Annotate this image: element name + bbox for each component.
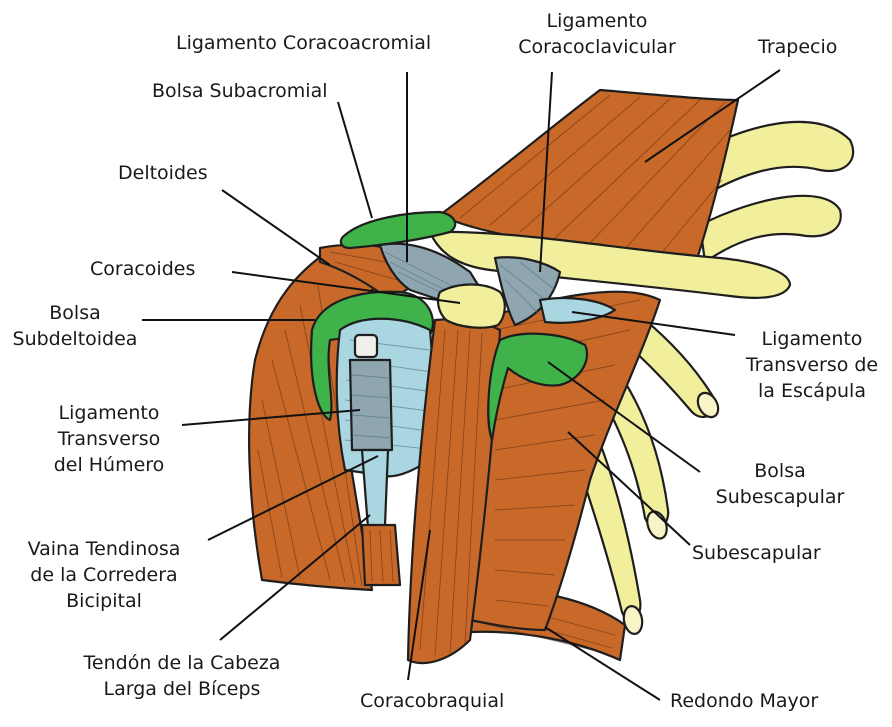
label-coracoides: Coracoides <box>90 256 195 282</box>
label-ligamento-transverso-escapula: Ligamento Transverso de la Escápula <box>732 326 892 404</box>
leader-deltoides <box>222 190 330 265</box>
label-line: Bicipital <box>0 588 208 614</box>
label-line: Vaina Tendinosa <box>0 536 208 562</box>
label-line: Subescapular <box>692 484 868 510</box>
label-line: de la Corredera <box>0 562 208 588</box>
label-line: del Húmero <box>24 452 194 478</box>
leader-subacromial <box>338 102 372 218</box>
label-redondo-mayor: Redondo Mayor <box>670 688 818 714</box>
label-ligamento-transverso-humero: Ligamento Transverso del Húmero <box>24 400 194 478</box>
label-bolsa-subescapular: Bolsa Subescapular <box>692 458 868 510</box>
label-tendon-biceps: Tendón de la Cabeza Larga del Bíceps <box>62 650 302 702</box>
label-line: Transverso de <box>732 352 892 378</box>
label-line: Bolsa <box>692 458 868 484</box>
label-coracobraquial: Coracobraquial <box>360 688 504 714</box>
label-line: Coracoclavicular <box>512 34 682 60</box>
coracoides-bone <box>438 285 505 328</box>
label-line: Larga del Bíceps <box>62 676 302 702</box>
label-line: Ligamento <box>24 400 194 426</box>
label-line: Ligamento <box>512 8 682 34</box>
label-line: Transverso <box>24 426 194 452</box>
label-line: Subdeltoidea <box>0 326 150 352</box>
label-ligamento-coracoclavicular: Ligamento Coracoclavicular <box>512 8 682 60</box>
label-line: la Escápula <box>732 378 892 404</box>
label-vaina-tendinosa: Vaina Tendinosa de la Corredera Bicipita… <box>0 536 208 614</box>
label-bolsa-subdeltoidea: Bolsa Subdeltoidea <box>0 300 150 352</box>
label-deltoides: Deltoides <box>118 160 208 186</box>
label-line: Bolsa <box>0 300 150 326</box>
label-line: Ligamento <box>732 326 892 352</box>
label-subescapular: Subescapular <box>692 540 821 566</box>
label-trapecio: Trapecio <box>758 34 837 60</box>
label-line: Tendón de la Cabeza <box>62 650 302 676</box>
label-bolsa-subacromial: Bolsa Subacromial <box>152 78 328 104</box>
label-ligamento-coracoacromial: Ligamento Coracoacromial <box>176 30 431 56</box>
